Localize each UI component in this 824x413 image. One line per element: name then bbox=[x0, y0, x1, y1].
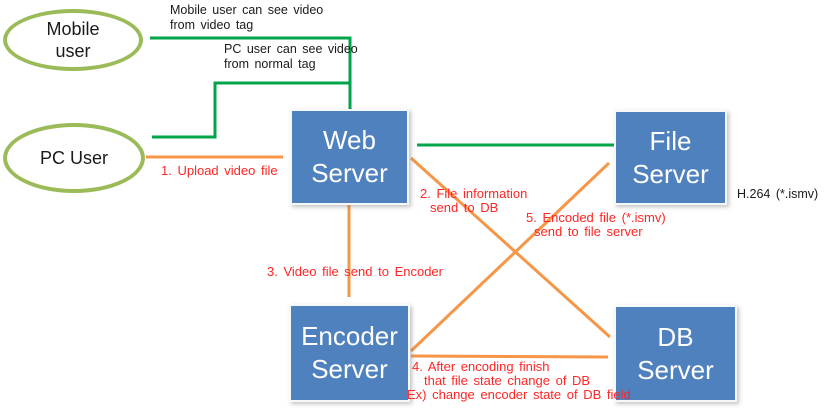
text-line: from normal tag bbox=[224, 56, 316, 71]
text-line: Ex) change encoder state of DB field bbox=[407, 387, 631, 402]
text-line: Mobile user can see video bbox=[170, 3, 324, 17]
file-server-label: File Server bbox=[632, 125, 709, 189]
text-line: PC user can see video bbox=[224, 42, 358, 56]
pc-user-node: PC User bbox=[3, 123, 145, 193]
arrow-encoder-to-db bbox=[410, 354, 609, 359]
text-line: from video tag bbox=[170, 17, 254, 32]
text-line: 3. Video file send to Encoder bbox=[267, 264, 443, 279]
file-server-node: File Server bbox=[614, 110, 727, 205]
text-line: send to file server bbox=[534, 224, 643, 239]
mobile-user-node: Mobile user bbox=[3, 9, 143, 71]
text-line: send to DB bbox=[430, 200, 499, 215]
arrow-fileinfo-to-db bbox=[409, 156, 612, 339]
note-step1: 1. Upload video file bbox=[161, 164, 278, 178]
db-server-label: DB Server bbox=[637, 321, 714, 385]
text-line: that file state change of DB bbox=[424, 373, 591, 388]
mobile-user-label: Mobile user bbox=[46, 19, 100, 61]
web-server-label: Web Server bbox=[311, 125, 388, 188]
web-server-node: Web Server bbox=[290, 109, 409, 205]
encoder-server-node: Encoder Server bbox=[289, 304, 410, 402]
encoder-server-label: Encoder Server bbox=[301, 321, 398, 384]
pc-user-label: PC User bbox=[39, 148, 108, 168]
text-line: 1. Upload video file bbox=[161, 163, 278, 178]
note-step3: 3. Video file send to Encoder bbox=[267, 265, 443, 279]
text-line: 4. After encoding finish bbox=[412, 359, 550, 374]
note-step5: 5. Encoded file (*.ismv)send to file ser… bbox=[526, 211, 666, 239]
text-line: 2. File information bbox=[420, 186, 528, 201]
note-h264-format: H.264 (*.ismv) bbox=[737, 187, 818, 202]
db-server-node: DB Server bbox=[614, 305, 737, 402]
text-line: 5. Encoded file (*.ismv) bbox=[526, 210, 666, 225]
text-line: H.264 (*.ismv) bbox=[737, 187, 819, 201]
